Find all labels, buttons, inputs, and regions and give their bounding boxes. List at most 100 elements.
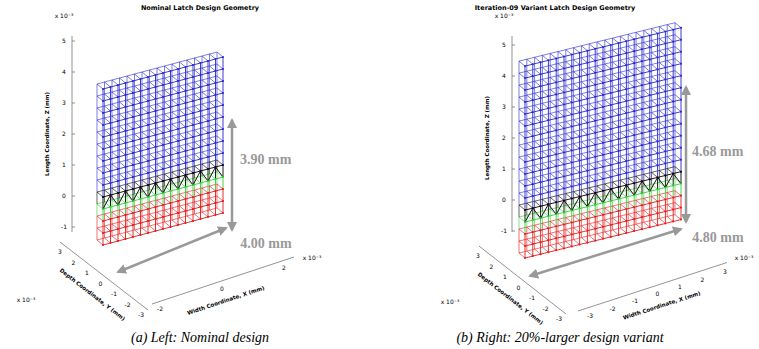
lattice-strut: [652, 158, 660, 160]
lattice-strut: [550, 99, 558, 101]
lattice-strut: [628, 44, 636, 46]
lattice-strut: [636, 114, 644, 116]
lattice-strut: [223, 93, 224, 105]
lattice-strut: [217, 124, 218, 136]
lattice-node: [102, 112, 104, 114]
lattice-strut: [135, 182, 141, 187]
lattice-strut: [170, 191, 171, 203]
lattice-strut: [535, 127, 543, 129]
lattice-node: [117, 84, 119, 86]
lattice-strut: [193, 125, 194, 137]
lattice-strut: [126, 117, 134, 119]
lattice-strut: [118, 143, 126, 145]
lattice-strut: [652, 194, 660, 196]
lattice-strut: [148, 207, 156, 209]
lattice-strut: [652, 39, 660, 41]
lattice-strut: [172, 64, 173, 76]
lattice-strut: [165, 174, 171, 179]
lattice-strut: [126, 81, 134, 83]
lattice-strut: [202, 188, 203, 200]
lattice-strut: [157, 224, 163, 229]
lattice-strut: [193, 77, 194, 89]
lattice-strut: [142, 72, 148, 77]
lattice-strut: [103, 123, 111, 125]
lattice-strut: [208, 85, 209, 97]
lattice-node: [132, 236, 134, 238]
lattice-strut: [636, 198, 644, 200]
lattice-node: [125, 238, 127, 240]
lattice-node: [200, 194, 202, 196]
lattice-strut: [118, 227, 126, 229]
lattice-strut: [535, 199, 543, 201]
lattice-strut: [156, 133, 164, 135]
lattice-node: [207, 168, 209, 170]
lattice-strut: [178, 153, 179, 165]
lattice-strut: [636, 186, 644, 188]
lattice-strut: [171, 105, 179, 107]
lattice-strut: [157, 140, 163, 145]
lattice-strut: [155, 183, 156, 195]
lattice-strut: [644, 160, 652, 162]
lattice-strut: [581, 140, 589, 142]
lattice-node: [177, 68, 179, 70]
lattice-strut: [659, 133, 667, 135]
lattice-strut: [542, 221, 550, 223]
lattice-strut: [165, 138, 171, 143]
lattice-strut: [195, 130, 201, 135]
lattice-node: [140, 174, 142, 176]
lattice-strut: [216, 167, 224, 177]
lattice-strut: [201, 181, 209, 183]
lattice-strut: [111, 145, 119, 147]
lattice-strut: [667, 95, 675, 97]
lattice-strut: [223, 153, 224, 165]
lattice-strut: [185, 139, 186, 151]
lattice-strut: [172, 124, 178, 129]
lattice-strut: [163, 133, 164, 145]
lattice-strut: [186, 221, 194, 223]
lattice-strut: [148, 159, 156, 161]
lattice-strut: [149, 70, 150, 82]
lattice-node: [222, 176, 224, 178]
lattice-strut: [566, 60, 574, 62]
lattice-strut: [667, 167, 675, 169]
lattice-strut: [208, 119, 216, 121]
lattice-node: [125, 178, 127, 180]
lattice-strut: [163, 215, 171, 217]
lattice-strut: [164, 198, 165, 210]
lattice-strut: [156, 97, 164, 99]
lattice-node: [222, 116, 224, 118]
lattice-strut: [178, 127, 186, 129]
lattice-node: [155, 146, 157, 148]
lattice-strut: [133, 223, 141, 225]
lattice-strut: [208, 73, 209, 85]
lattice-strut: [187, 72, 188, 84]
lattice-strut: [558, 50, 566, 52]
lattice-node: [110, 182, 112, 184]
lattice-strut: [193, 171, 201, 185]
lattice-strut: [103, 101, 104, 113]
lattice-strut: [178, 105, 179, 117]
lattice-strut: [163, 71, 171, 73]
lattice-strut: [566, 216, 574, 218]
lattice-node: [102, 124, 104, 126]
lattice-strut: [172, 184, 173, 196]
lattice-strut: [172, 76, 178, 81]
lattice-strut: [208, 191, 216, 193]
lattice-strut: [178, 81, 179, 93]
lattice-strut: [125, 119, 126, 131]
lattice-strut: [216, 189, 224, 191]
lattice-strut: [163, 157, 164, 169]
lattice-strut: [119, 102, 120, 114]
lattice-node: [200, 218, 202, 220]
lattice-strut: [172, 88, 173, 100]
lattice-strut: [216, 129, 224, 131]
lattice-strut: [620, 82, 628, 84]
lattice-node: [162, 192, 164, 194]
lattice-strut: [215, 131, 216, 143]
lattice-node: [177, 188, 179, 190]
lattice-node: [155, 194, 157, 196]
lattice-strut: [120, 126, 126, 131]
lattice-strut: [193, 219, 201, 221]
lattice-strut: [118, 83, 126, 85]
lattice-node: [102, 232, 104, 234]
